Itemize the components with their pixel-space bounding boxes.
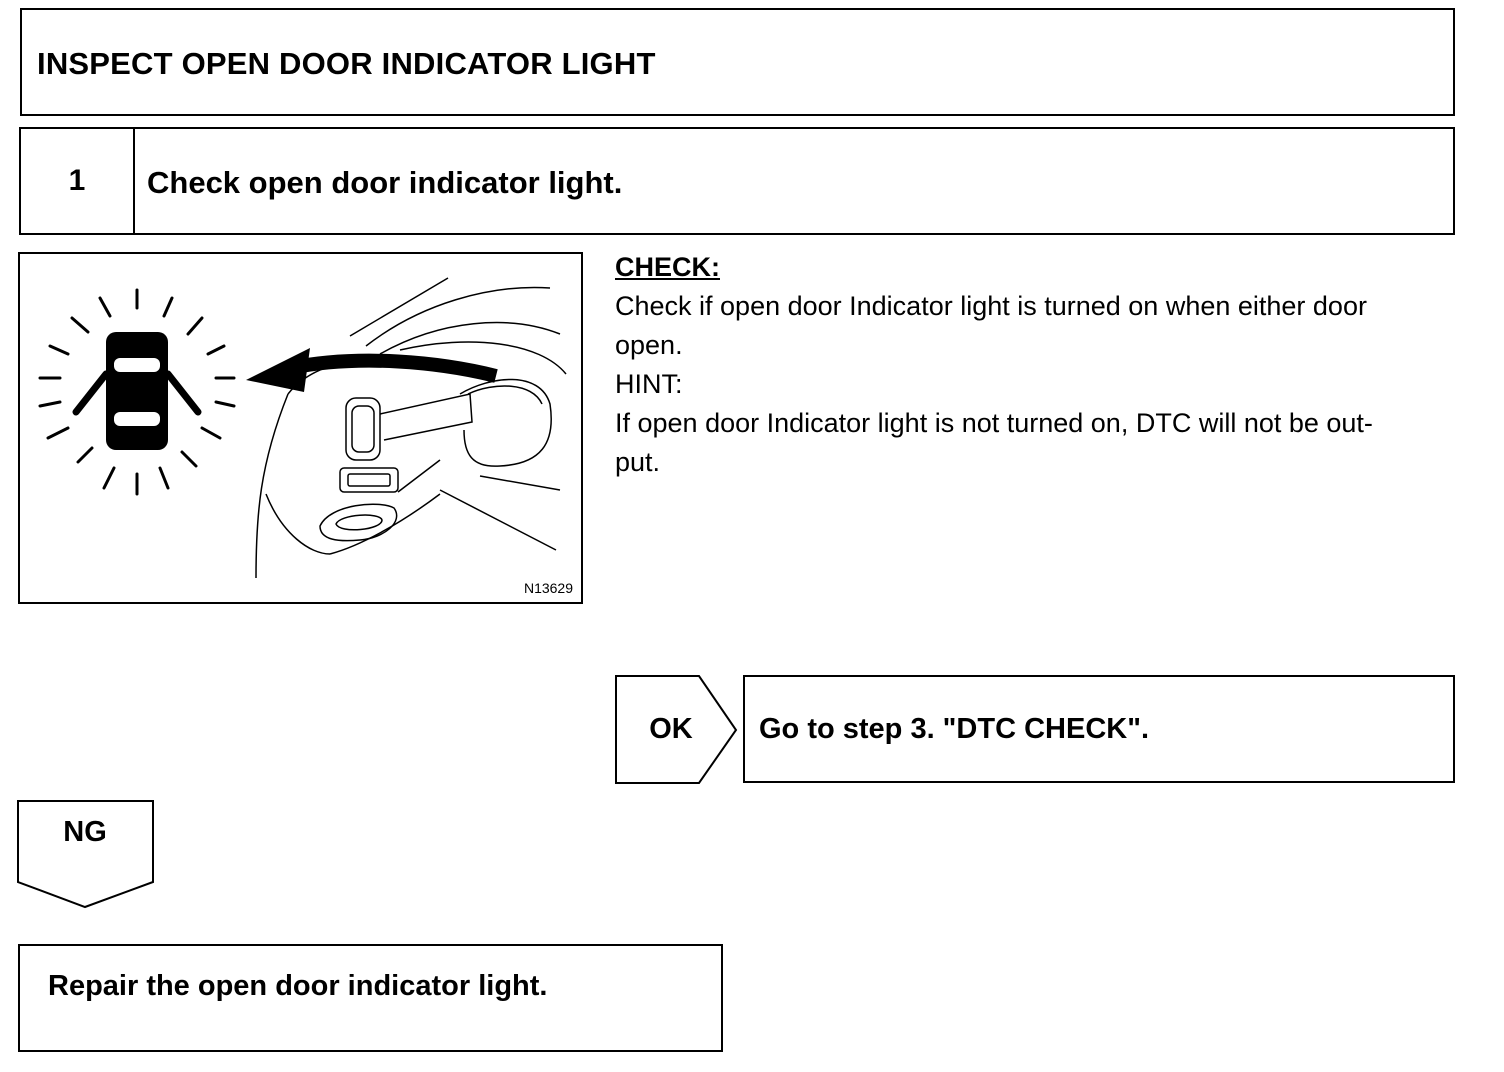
ng-result-text: Repair the open door indicator light. [48, 970, 548, 1002]
hint-text-line-2: put. [615, 447, 661, 477]
step-number: 1 [21, 129, 135, 233]
step-title: Check open door indicator light. [147, 165, 623, 200]
door-open-car-indicator-icon [72, 332, 202, 450]
hint-text-line-1: If open door Indicator light is not turn… [615, 408, 1373, 438]
ng-arrow-tag [17, 800, 154, 909]
hint-label: HINT: [615, 369, 683, 399]
ok-result-box: Go to step 3. "DTC CHECK". [743, 675, 1455, 783]
ok-result-text: Go to step 3. "DTC CHECK". [759, 713, 1150, 745]
illustration-figure: N13629 [18, 252, 583, 604]
illustration-svg [38, 277, 567, 579]
arrow-left-icon [246, 348, 498, 392]
light-rays-icon [38, 288, 236, 496]
check-instructions: CHECK: Check if open door Indicator ligh… [615, 248, 1475, 482]
check-text-line-2: open. [615, 330, 683, 360]
check-label: CHECK: [615, 252, 720, 282]
ok-arrow-tag [615, 675, 738, 784]
ok-label: OK [649, 712, 693, 745]
instrument-panel-illustration [255, 277, 567, 579]
section-title: INSPECT OPEN DOOR INDICATOR LIGHT [37, 46, 656, 81]
figure-code: N13629 [523, 580, 573, 596]
ng-label: NG [63, 816, 107, 848]
step-header: 1 Check open door indicator light. [19, 127, 1455, 235]
ng-result-box: Repair the open door indicator light. [18, 944, 723, 1052]
section-title-box: INSPECT OPEN DOOR INDICATOR LIGHT [20, 8, 1455, 116]
check-text-line-1: Check if open door Indicator light is tu… [615, 291, 1367, 321]
